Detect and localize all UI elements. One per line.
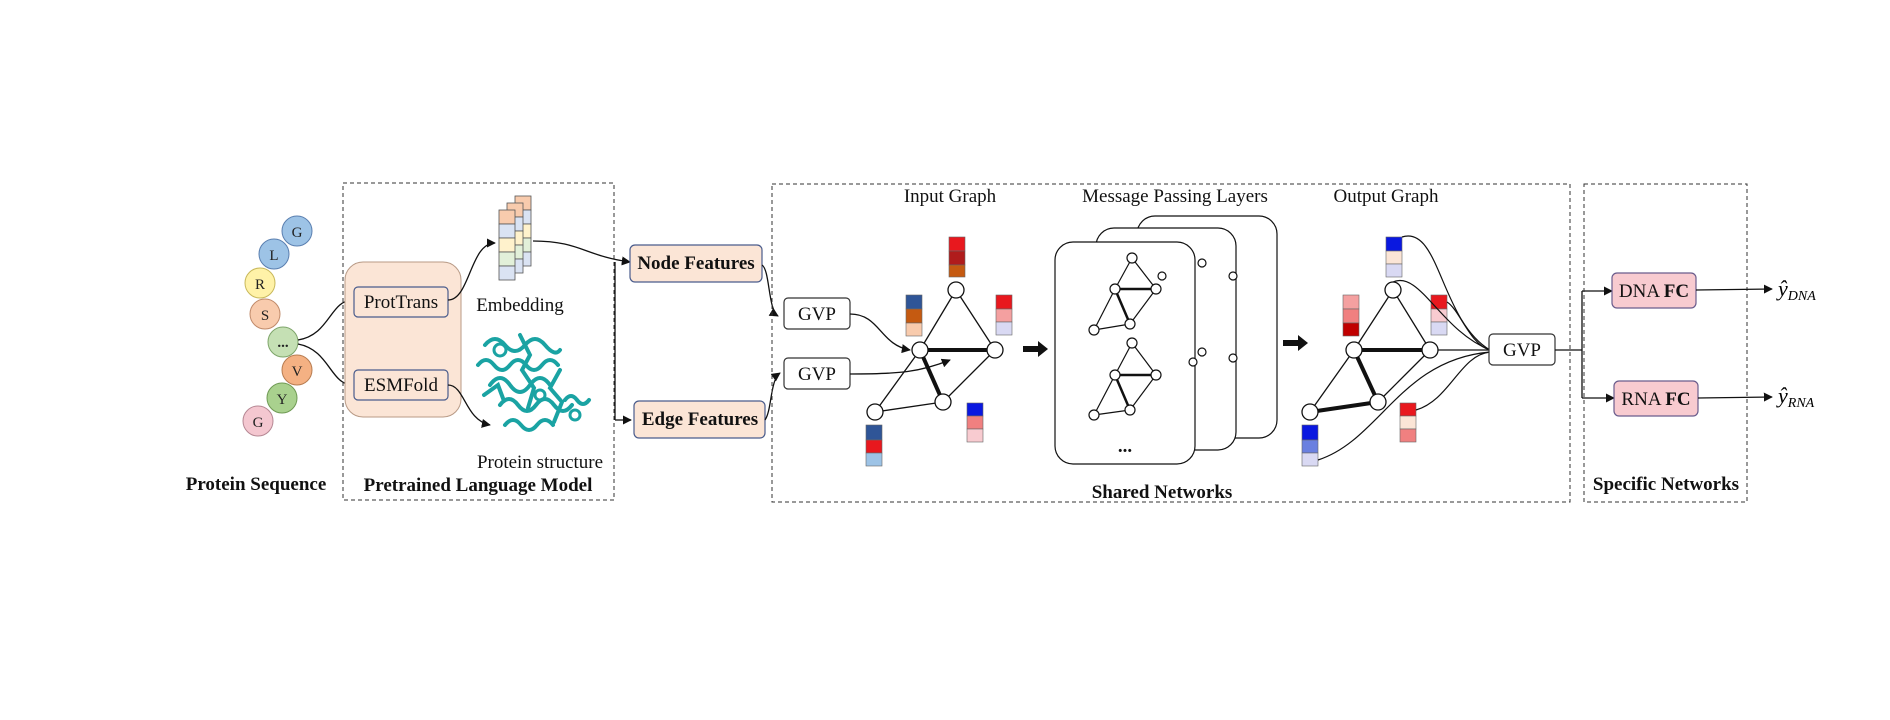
input-graph-label: Input Graph	[904, 186, 997, 207]
specific-networks-label: Specific Networks	[1593, 474, 1739, 495]
svg-text:L: L	[269, 248, 278, 264]
node-features-box	[629, 244, 763, 283]
residue-circle: S	[249, 298, 281, 330]
output-graph-label: Output Graph	[1333, 186, 1439, 207]
protein-sequence-label: Protein Sequence	[186, 474, 327, 495]
arrow	[849, 313, 911, 354]
shared-networks-panel: Input Graph Message Passing Layers Outpu…	[771, 183, 1571, 503]
gvp-label: GVP	[798, 364, 836, 385]
shared-networks-label: Shared Networks	[1092, 482, 1233, 503]
dna-fc-box	[1611, 272, 1697, 309]
output-graph	[1301, 235, 1491, 467]
message-passing-stack: ...	[1054, 215, 1278, 465]
svg-text:...: ...	[277, 335, 289, 351]
embedding-icon	[498, 195, 532, 281]
svg-text:G: G	[292, 225, 303, 241]
y-dna-output: ŷDNA	[1776, 276, 1816, 304]
gvp-label: GVP	[798, 304, 836, 325]
arrow	[1697, 392, 1773, 402]
residue-circle: G	[242, 405, 274, 437]
plm-panel: ProtTrans ESMFold	[342, 182, 615, 501]
residue-circle: V	[281, 354, 313, 386]
residue-circle: Y	[266, 382, 298, 414]
arrow	[764, 372, 781, 421]
residue-circle: G	[281, 215, 313, 247]
protein-structure-label: Protein structure	[477, 452, 603, 473]
svg-text:G: G	[253, 415, 264, 431]
node-features-label: Node Features	[637, 253, 754, 274]
edge-features-label: Edge Features	[642, 409, 758, 430]
plm-label: Pretrained Language Model	[364, 475, 593, 496]
protein-sequence: G L R S ... V Y G Protein Sequ	[186, 215, 327, 495]
arrow	[447, 384, 491, 428]
prottrans-label: ProtTrans	[364, 292, 438, 313]
protein-structure-icon	[476, 333, 591, 432]
prottrans-box	[353, 286, 449, 318]
y-rna-output: ŷRNA	[1776, 383, 1815, 411]
big-arrow	[1023, 341, 1048, 357]
message-passing-label: Message Passing Layers	[1082, 186, 1268, 207]
specific-networks-panel: DNA FC RNA FC Specific Networks	[1583, 183, 1748, 503]
residue-circle: ...	[267, 326, 299, 358]
svg-text:S: S	[261, 308, 269, 324]
arrow	[849, 358, 951, 375]
ellipsis-label: ...	[1118, 436, 1132, 457]
arrow	[1695, 284, 1773, 294]
rna-fc-label: RNA FC	[1621, 389, 1690, 410]
gvp-label: GVP	[1503, 340, 1541, 361]
svg-text:V: V	[292, 364, 303, 380]
arrow	[761, 264, 779, 317]
embedding-label: Embedding	[476, 295, 564, 316]
dna-fc-label: DNA FC	[1619, 281, 1689, 302]
rna-fc-box	[1613, 380, 1699, 417]
big-arrow	[1283, 335, 1308, 351]
svg-text:R: R	[255, 277, 265, 293]
svg-text:Y: Y	[277, 392, 288, 408]
residue-circle: R	[244, 267, 276, 299]
arrow	[532, 240, 631, 266]
esmfold-label: ESMFold	[364, 375, 438, 396]
residue-circle: L	[258, 238, 290, 270]
input-graph	[865, 236, 1013, 467]
arrow	[447, 238, 496, 301]
